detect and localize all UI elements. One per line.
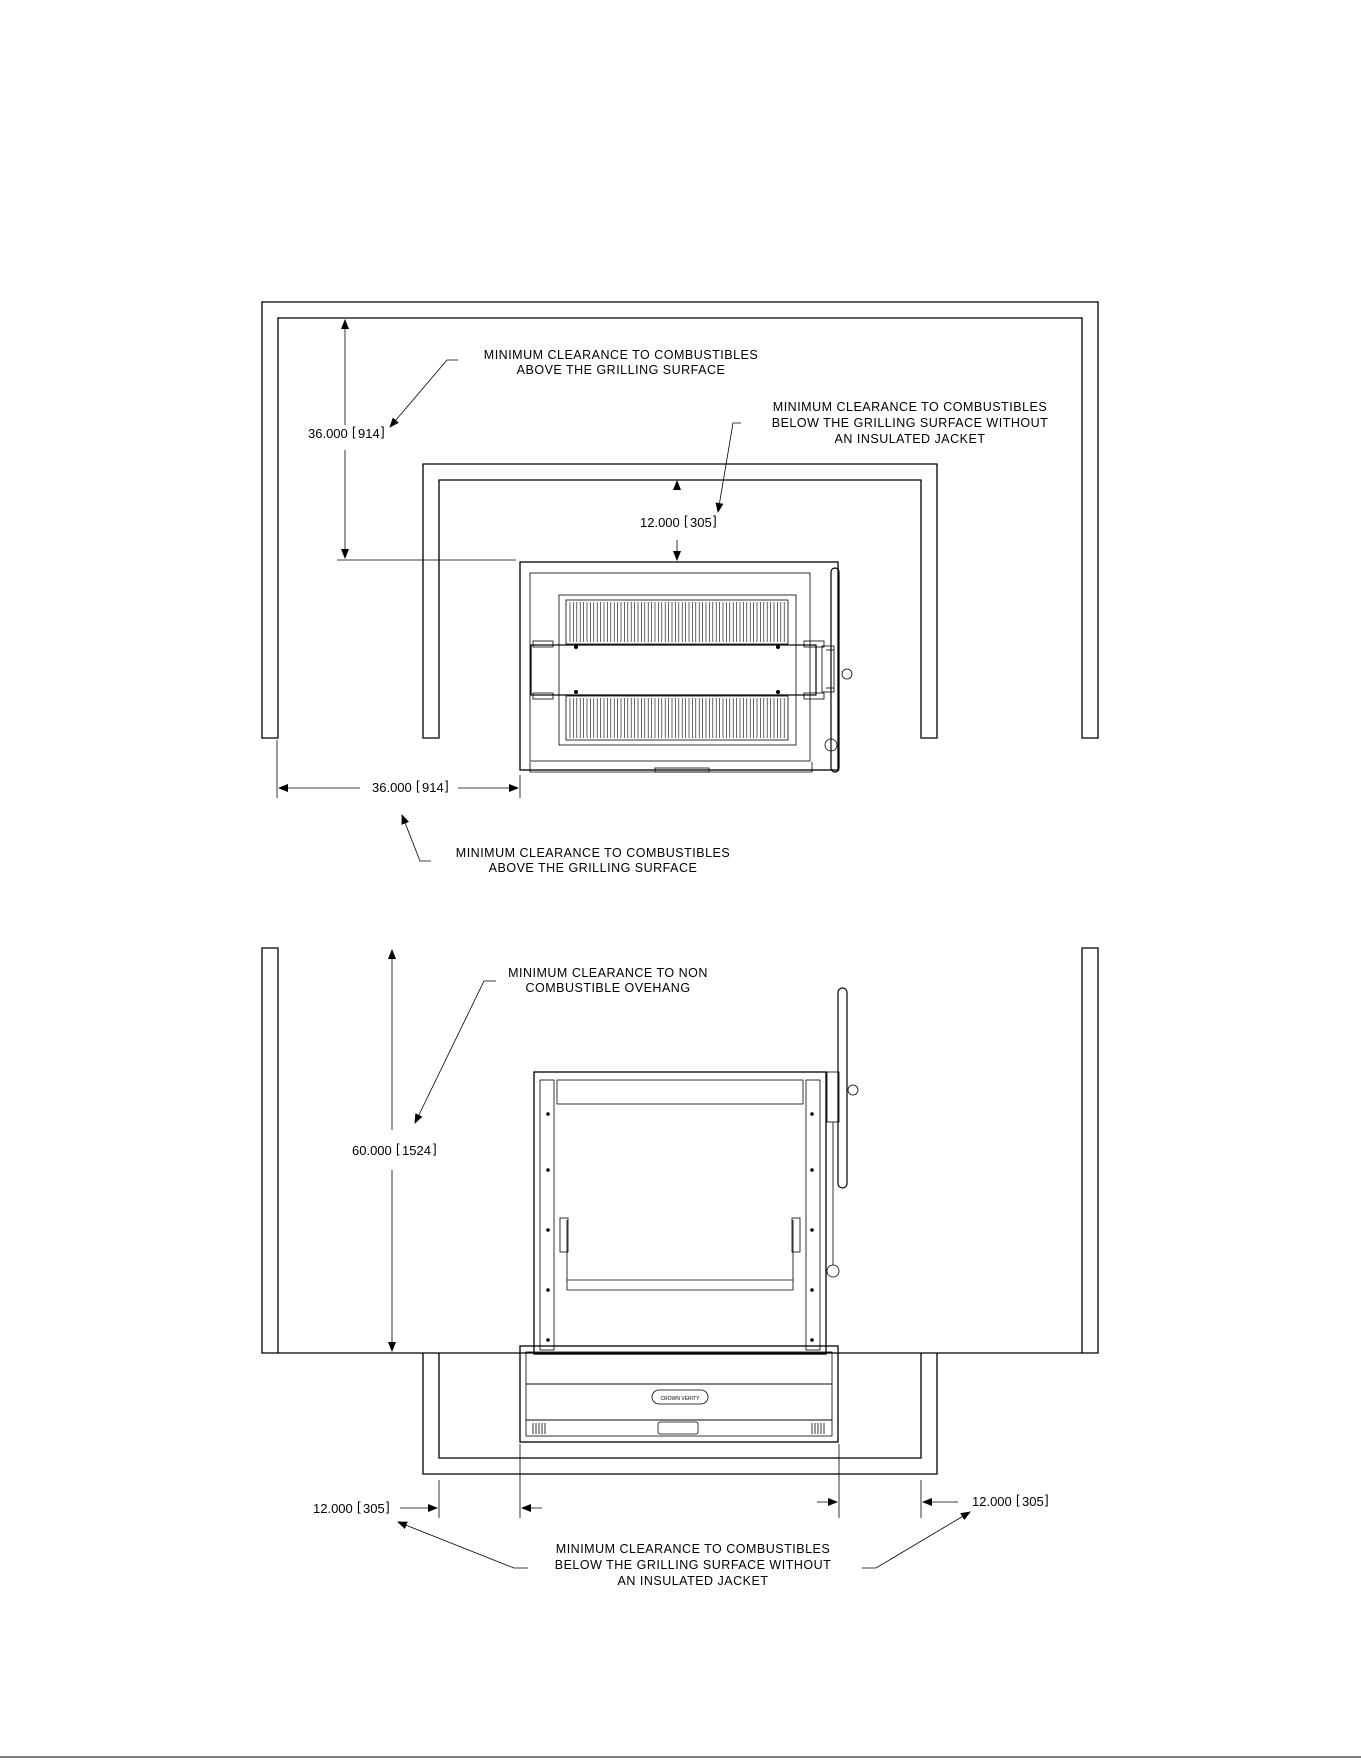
grill-top-view: [519, 561, 853, 773]
lower-grate: [569, 698, 785, 738]
dim-right-value: 12.000: [972, 1494, 1012, 1509]
svg-text:]: ]: [386, 1499, 390, 1514]
dim-front-height-value: 60.000: [352, 1143, 392, 1158]
overhang-wall: [261, 947, 1099, 1354]
note-overhang-line-2: COMBUSTIBLE OVEHANG: [525, 981, 690, 995]
svg-text:]: ]: [433, 1141, 437, 1156]
note-below-line-3: AN INSULATED JACKET: [835, 432, 986, 446]
rivet: [810, 1228, 814, 1232]
top-view: 36.000 [ 914 ] 12.000 [ 305 ] 36.000 [ 9…: [261, 301, 1099, 875]
svg-text:]: ]: [1045, 1492, 1049, 1507]
rivet: [810, 1112, 814, 1116]
note-below-line-2: BELOW THE GRILLING SURFACE WITHOUT: [772, 416, 1049, 430]
dim-height-value: 36.000: [308, 426, 348, 441]
lower-enclosure-wall: [422, 1353, 938, 1475]
dimension-mid-top: 12.000 [ 305 ]: [640, 480, 717, 561]
dim-height-bracket-open: [: [352, 424, 356, 439]
dim-width-metric: 914: [422, 780, 444, 795]
svg-text:[: [: [416, 778, 420, 793]
note-front-below-line-2: BELOW THE GRILLING SURFACE WITHOUT: [555, 1558, 832, 1572]
rivet: [810, 1288, 814, 1292]
dim-right-metric: 305: [1022, 1494, 1044, 1509]
rivet: [546, 1112, 550, 1116]
dim-height-bracket-close: ]: [381, 424, 385, 439]
brand-badge-text: CROWN VERITY: [661, 1396, 701, 1402]
front-vents: [532, 1423, 825, 1434]
svg-text:]: ]: [445, 778, 449, 793]
svg-text:[: [: [684, 513, 688, 528]
svg-text:[: [: [1016, 1492, 1020, 1507]
dim-front-height-metric: 1524: [402, 1143, 431, 1158]
rivet: [546, 1288, 550, 1292]
brand-badge: CROWN VERITY: [651, 1389, 709, 1405]
svg-text:[: [: [396, 1141, 400, 1156]
rivet: [810, 1338, 814, 1342]
note-front-below-line-3: AN INSULATED JACKET: [618, 1574, 769, 1588]
grill-front-view: CROWN VERITY: [519, 987, 859, 1443]
upper-grate: [569, 602, 785, 642]
dimension-height-front: 60.000 [ 1524 ]: [352, 949, 437, 1352]
dimension-side-front: 12.000 [ 305 ] 12.000 [ 305 ]: [313, 1444, 1049, 1518]
outer-clearance-wall: [261, 301, 1099, 739]
note-above-1-line-2: ABOVE THE GRILLING SURFACE: [517, 363, 726, 377]
svg-text:36.000: 36.000: [308, 426, 348, 441]
dim-mid-metric: 305: [690, 515, 712, 530]
dimension-width-top: 36.000 [ 914 ]: [276, 740, 521, 798]
dim-left-metric: 305: [363, 1501, 385, 1516]
svg-text:]: ]: [713, 513, 717, 528]
note-front-below-line-1: MINIMUM CLEARANCE TO COMBUSTIBLES: [556, 1542, 830, 1556]
note-overhang-line-1: MINIMUM CLEARANCE TO NON: [508, 966, 708, 980]
note-above-2-line-1: MINIMUM CLEARANCE TO COMBUSTIBLES: [456, 846, 730, 860]
side-rivets: [546, 1112, 814, 1342]
dim-left-value: 12.000: [313, 1501, 353, 1516]
rivet: [546, 1168, 550, 1172]
dim-height-metric: 914: [358, 426, 380, 441]
rivet: [546, 1338, 550, 1342]
front-view: CROWN VERITY 60.000 [ 1524 ] 12.000 [: [261, 947, 1099, 1588]
dim-mid-value: 12.000: [640, 515, 680, 530]
rivet: [546, 1228, 550, 1232]
inner-clearance-wall: [422, 463, 938, 739]
note-above-1-line-1: MINIMUM CLEARANCE TO COMBUSTIBLES: [484, 348, 758, 362]
dimension-height-top: 36.000 [ 914 ]: [308, 319, 516, 561]
dim-width-value: 36.000: [372, 780, 412, 795]
svg-text:[: [: [357, 1499, 361, 1514]
rivet: [810, 1168, 814, 1172]
note-below-line-1: MINIMUM CLEARANCE TO COMBUSTIBLES: [773, 400, 1047, 414]
note-above-2-line-2: ABOVE THE GRILLING SURFACE: [489, 861, 698, 875]
